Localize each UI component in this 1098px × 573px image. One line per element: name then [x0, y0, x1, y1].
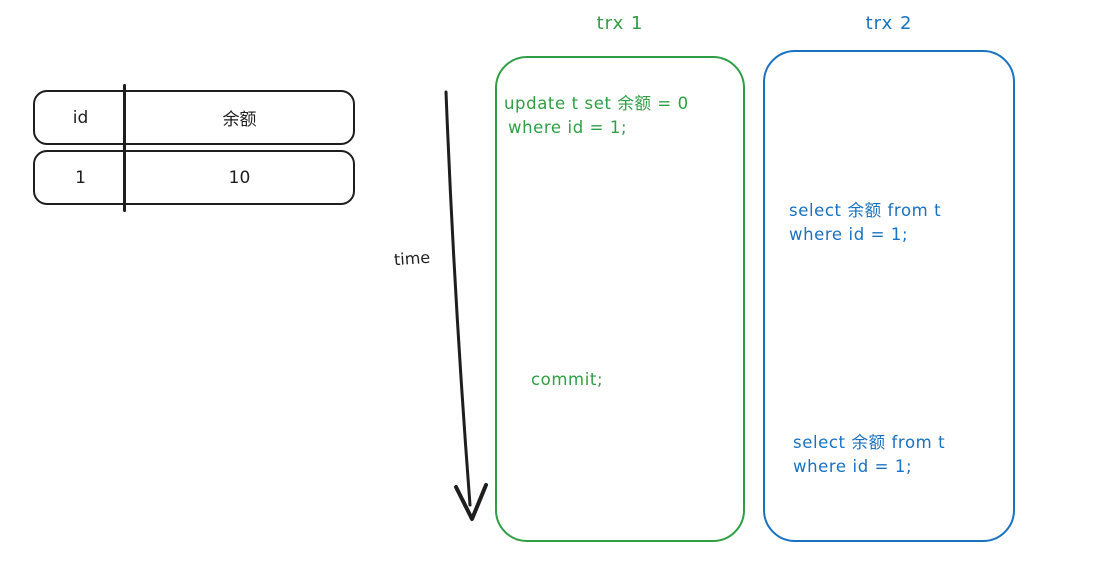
- trx1-commit-statement: commit;: [531, 370, 604, 389]
- trx1-update-line1: update t set 余额 = 0: [504, 94, 689, 113]
- trx1-title: trx 1: [596, 13, 644, 34]
- trx2-title: trx 2: [865, 13, 913, 34]
- trx1-update-statement: update t set 余额 = 0 where id = 1;: [504, 92, 689, 140]
- time-arrow: [444, 90, 488, 521]
- trx1-box: [495, 56, 745, 542]
- trx2-select1-statement: select 余额 from t where id = 1;: [789, 199, 941, 247]
- trx2-box: [763, 50, 1015, 542]
- table-column-divider: [123, 84, 126, 212]
- trx2-select2-statement: select 余额 from t where id = 1;: [793, 431, 945, 479]
- table-cell-id: 1: [75, 167, 86, 188]
- trx2-select1-line1: select 余额 from t: [789, 201, 942, 220]
- time-label: time: [393, 247, 431, 270]
- table-header-row: id 余额: [33, 90, 355, 145]
- table-header-balance: 余额: [222, 110, 257, 130]
- table-cell-balance: 10: [228, 167, 251, 188]
- trx2-select2-line1: select 余额 from t: [793, 433, 946, 452]
- trx2-select1-line2: where id = 1;: [789, 225, 909, 244]
- table-header-id: id: [72, 107, 89, 128]
- trx2-select2-line2: where id = 1;: [793, 457, 913, 476]
- trx1-update-line2: where id = 1;: [508, 118, 628, 137]
- table-data-row: 1 10: [33, 150, 355, 205]
